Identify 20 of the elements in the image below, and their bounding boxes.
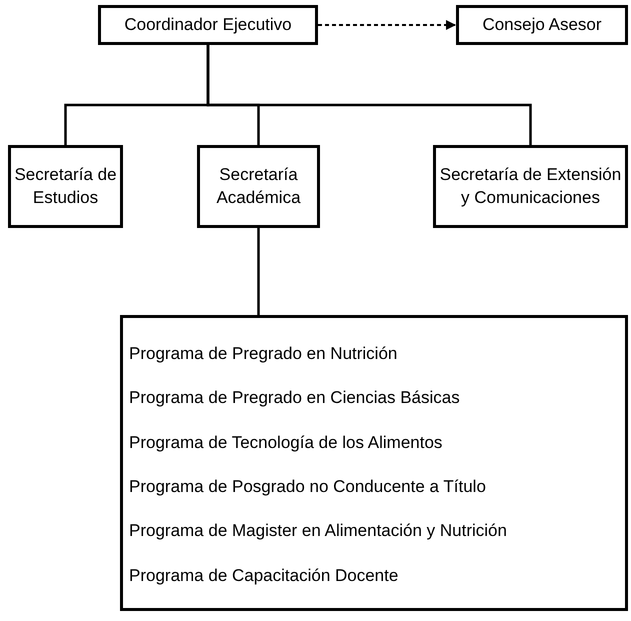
org-box — [456, 5, 628, 45]
program-name: Programa de Pregrado en Ciencias Básicas — [129, 387, 460, 410]
program-name: Programa de Posgrado no Conducente a Título — [129, 476, 486, 498]
unit-name: Secretaría de Extensión y Comunicaciones — [438, 164, 622, 208]
program-name: Programa de Magister en Alimentación y Nutrición — [129, 520, 507, 542]
org-box — [197, 145, 320, 228]
org-box — [8, 145, 123, 228]
unit-name: Secretaría de Estudios — [13, 164, 118, 208]
dashed-arrow — [318, 20, 456, 30]
unit-name: Consejo Asesor — [482, 14, 602, 36]
unit-name: Coordinador Ejecutivo — [124, 14, 292, 36]
connector-line — [206, 45, 532, 145]
program-name: Programa de Pregrado en Nutrición — [129, 343, 398, 366]
program-list-box — [120, 315, 628, 611]
program-name: Programa de Tecnología de los Alimentos — [129, 432, 442, 454]
org-box — [433, 145, 628, 228]
org-box — [98, 5, 318, 45]
connector-line — [257, 228, 260, 315]
program-name: Programa de Capacitación Docente — [129, 564, 398, 587]
unit-name: Secretaría Académica — [215, 164, 302, 208]
